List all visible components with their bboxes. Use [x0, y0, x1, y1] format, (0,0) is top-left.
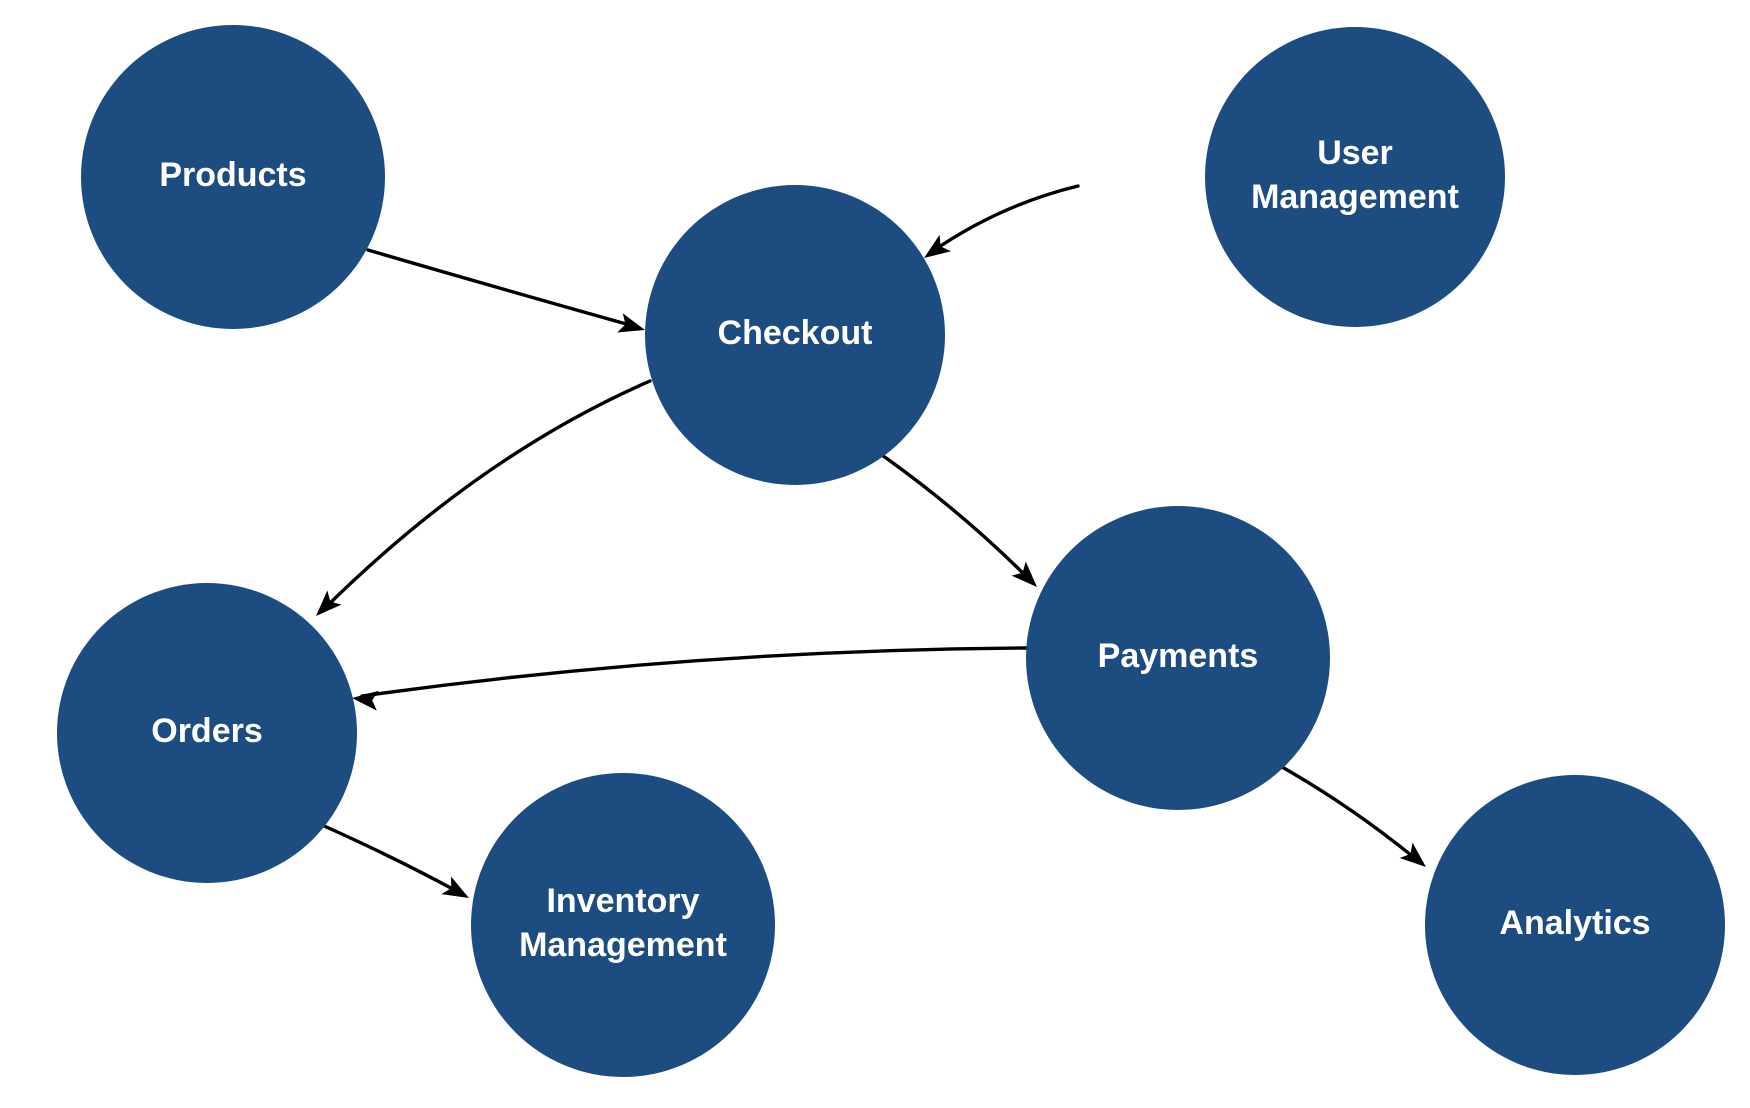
node-circle[interactable]	[57, 583, 357, 883]
arrow-head-icon	[1399, 842, 1426, 867]
node-circle[interactable]	[471, 773, 775, 1077]
edge-orders-to-inventory	[320, 823, 469, 898]
node-products[interactable]: Products	[81, 25, 385, 329]
node-payments[interactable]: Payments	[1026, 506, 1330, 810]
node-analytics[interactable]: Analytics	[1425, 775, 1725, 1075]
node-orders[interactable]: Orders	[57, 583, 357, 883]
edge-checkout-to-payments	[877, 451, 1037, 587]
edge-line	[323, 379, 652, 610]
edge-line	[1273, 761, 1419, 862]
arrow-head-icon	[352, 690, 379, 711]
edge-line	[931, 184, 1080, 253]
edges-layer	[316, 184, 1426, 898]
node-checkout[interactable]: Checkout	[645, 185, 945, 485]
node-circle[interactable]	[1425, 775, 1725, 1075]
edge-products-to-checkout	[366, 248, 645, 333]
node-circle[interactable]	[645, 185, 945, 485]
arrow-head-icon	[617, 313, 645, 333]
node-circle[interactable]	[81, 25, 385, 329]
node-circle[interactable]	[1205, 27, 1505, 327]
arrow-head-icon	[1011, 561, 1037, 587]
edge-payments-to-orders	[352, 646, 1030, 711]
arrow-head-icon	[924, 234, 952, 258]
edge-line	[360, 646, 1030, 698]
arrow-head-icon	[441, 876, 469, 898]
edge-payments-to-analytics	[1273, 761, 1426, 867]
arrow-head-icon	[316, 590, 342, 616]
edge-line	[877, 451, 1032, 582]
edge-line	[366, 248, 639, 329]
edge-line	[320, 823, 462, 895]
edge-checkout-to-orders	[316, 379, 652, 616]
edge-user_mgmt-to-checkout	[924, 184, 1080, 258]
node-circle[interactable]	[1026, 506, 1330, 810]
